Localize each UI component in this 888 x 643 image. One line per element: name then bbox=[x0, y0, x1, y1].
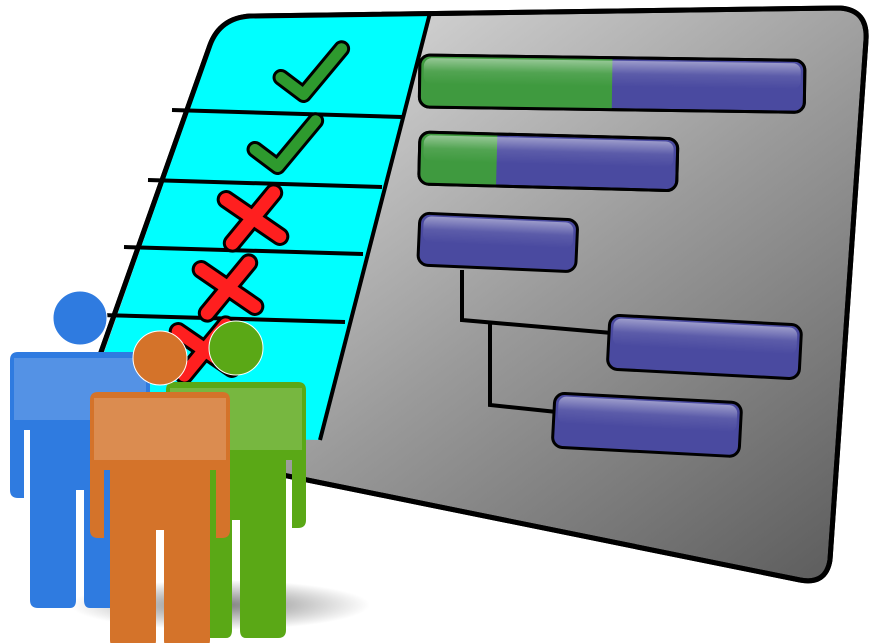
task-bar bbox=[551, 392, 743, 458]
checkmark-icon bbox=[272, 40, 351, 103]
row-divider bbox=[171, 108, 403, 119]
task-bar bbox=[606, 314, 803, 380]
row-divider bbox=[147, 178, 383, 189]
cross-icon bbox=[191, 253, 265, 323]
task-bar bbox=[416, 211, 579, 273]
task-bar bbox=[417, 53, 807, 114]
column-divider bbox=[318, 12, 432, 441]
board-outline bbox=[80, 5, 869, 584]
dependency-connectors bbox=[460, 270, 613, 414]
person-icon bbox=[90, 330, 230, 643]
cross-icon bbox=[216, 183, 290, 253]
task-bar bbox=[417, 130, 680, 192]
checkmark-icon bbox=[246, 112, 325, 175]
row-divider bbox=[123, 245, 364, 256]
